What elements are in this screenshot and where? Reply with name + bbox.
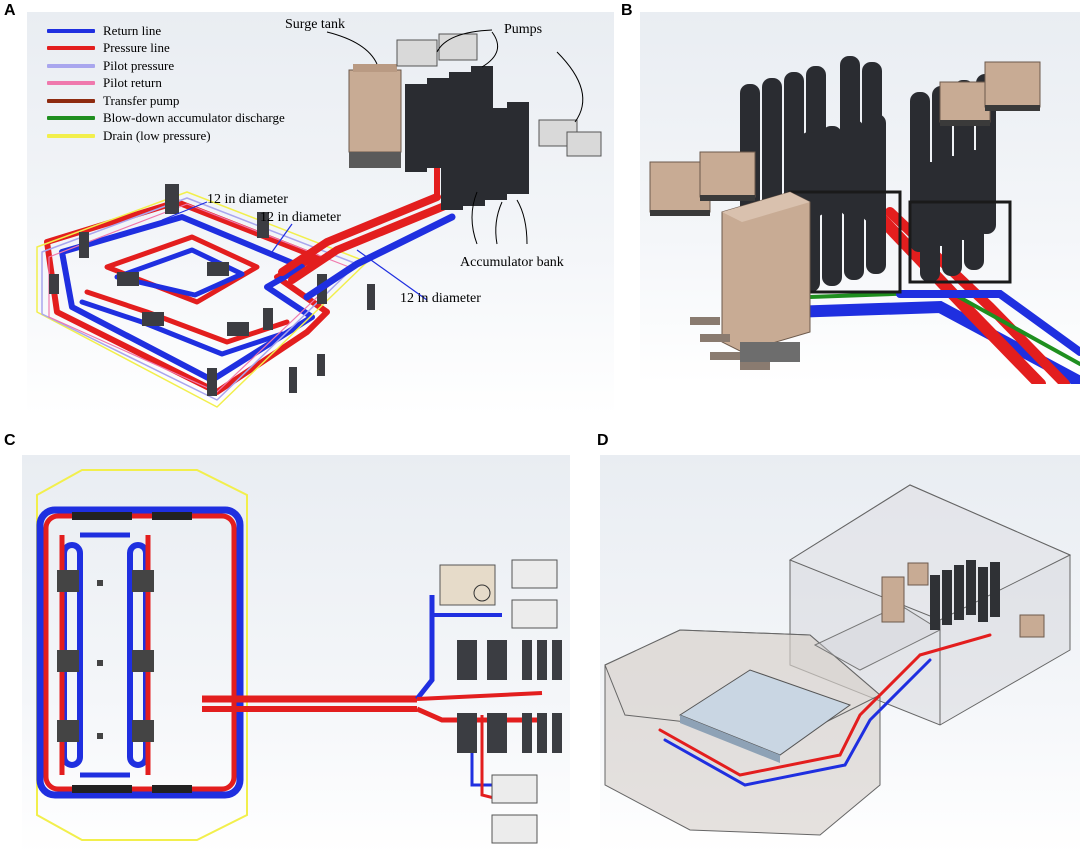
accumulator-bank	[457, 640, 562, 753]
loop-fittings	[72, 512, 192, 793]
legend-item-transfer-pump: Transfer pump	[47, 92, 285, 110]
simulator-platform	[678, 669, 852, 763]
legend-label: Pilot pressure	[103, 57, 175, 73]
pump-units	[396, 33, 602, 157]
legend-label: Pilot return	[103, 75, 162, 91]
legend-label: Pressure line	[103, 40, 170, 56]
panel-label-a: A	[4, 2, 16, 19]
panel-c-drawing	[36, 469, 562, 844]
actuators	[57, 570, 154, 742]
legend-item-pilot-return: Pilot return	[47, 75, 285, 93]
diameter-arrows	[161, 201, 428, 301]
pump-units	[649, 61, 1041, 213]
panel-d-building-render	[600, 455, 1080, 855]
legend-label: Blow-down accumulator discharge	[103, 110, 285, 126]
pump-units	[491, 559, 558, 844]
annotation-accumulator-bank: Accumulator bank	[460, 255, 564, 270]
accumulator-bank	[740, 56, 996, 292]
simulator-loop	[36, 191, 368, 408]
panel-c-plan-view	[22, 455, 570, 855]
piping	[658, 633, 992, 787]
legend-item-pressure-line: Pressure line	[47, 40, 285, 58]
annotation-pumps: Pumps	[504, 22, 543, 37]
panel-label-c: C	[4, 432, 16, 449]
panel-label-b: B	[621, 2, 633, 19]
actuator-blocks	[49, 184, 375, 396]
surge-and-pumps	[881, 562, 1045, 638]
annotation-diameter-3: 12 in diameter	[400, 291, 481, 306]
annotation-surge-tank: Surge tank	[285, 17, 346, 32]
legend-label: Return line	[103, 22, 162, 38]
legend-item-return-line: Return line	[47, 22, 285, 40]
legend-swatch-return	[47, 28, 95, 33]
pump-bases	[650, 105, 1040, 216]
legend-label: Drain (low pressure)	[103, 127, 211, 143]
outer-loop	[36, 506, 244, 799]
legend: Return line Pressure line Pilot pressure…	[47, 22, 285, 145]
pipe-stands	[690, 317, 770, 370]
legend-swatch-transfer-pump	[47, 98, 95, 103]
legend-swatch-pilot-return	[47, 81, 95, 86]
accumulator-bank	[405, 66, 529, 210]
legend-item-drain: Drain (low pressure)	[47, 127, 285, 145]
surge-tank	[348, 64, 402, 168]
panel-a-drawing	[36, 29, 602, 408]
main-pipes	[784, 206, 1080, 384]
panel-label-d: D	[597, 432, 609, 449]
surge-tank	[439, 564, 496, 606]
panel-b-drawing	[649, 56, 1080, 384]
leader-lines	[326, 29, 584, 245]
legend-item-blow-down: Blow-down accumulator discharge	[47, 110, 285, 128]
legend-item-pilot-pressure: Pilot pressure	[47, 57, 285, 75]
annotation-diameter-1: 12 in diameter	[207, 192, 288, 207]
surge-tank	[721, 191, 811, 362]
legend-swatch-pilot-pressure	[47, 63, 95, 68]
legend-swatch-drain	[47, 133, 95, 138]
legend-swatch-pressure	[47, 46, 95, 51]
legend-swatch-blow-down	[47, 116, 95, 121]
panel-a-hydraulic-overview: Return line Pressure line Pilot pressure…	[27, 12, 614, 416]
drain-loop	[36, 469, 248, 841]
accumulator-bank	[930, 560, 1000, 630]
legend-label: Transfer pump	[103, 92, 180, 108]
panel-b-pump-room-render	[640, 12, 1080, 384]
annotation-diameter-2: 12 in diameter	[260, 210, 341, 225]
panel-d-drawing	[604, 484, 1072, 836]
main-supply	[202, 595, 543, 802]
